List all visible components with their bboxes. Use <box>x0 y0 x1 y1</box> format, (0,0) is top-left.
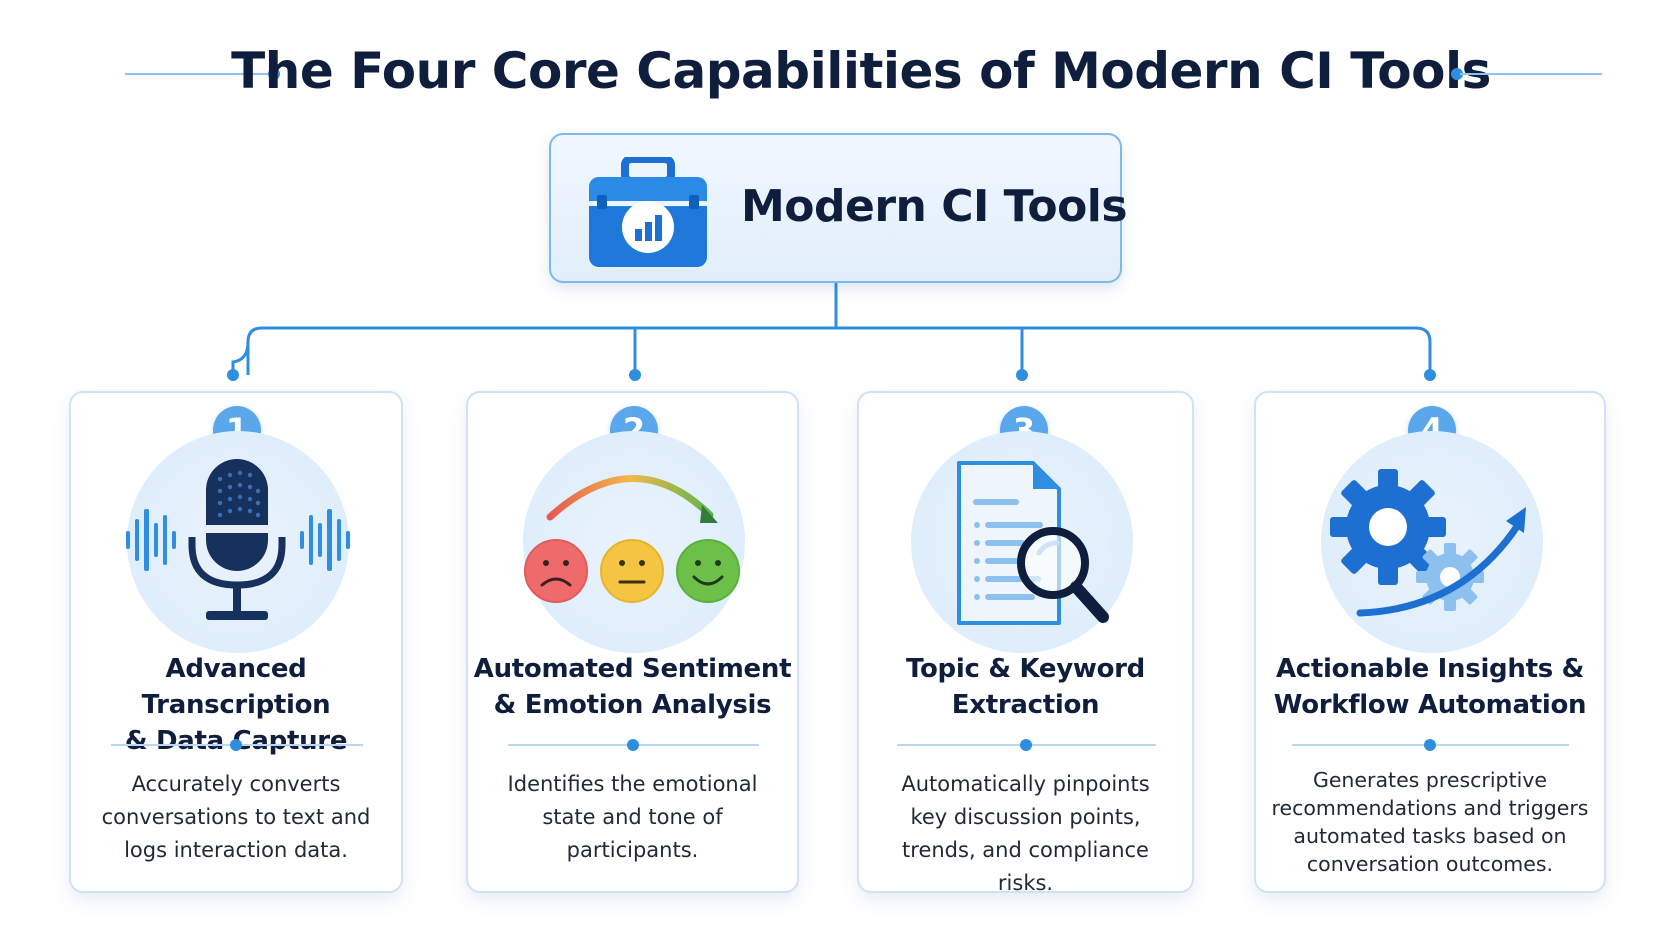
card-divider-dot-1 <box>230 739 242 751</box>
capability-card-3: 3 Topic & Keyword Extraction Automatical… <box>857 391 1194 895</box>
connector-node-1 <box>227 369 239 381</box>
title-dot-left <box>268 68 280 80</box>
card-divider-dot-2 <box>627 739 639 751</box>
card-title-2-line1: Automated Sentiment <box>473 654 792 684</box>
card-desc-4: Generates prescriptive recommendations a… <box>1271 768 1589 876</box>
title-line-left <box>125 73 275 75</box>
card-title-2-line2: & Emotion Analysis <box>493 690 772 720</box>
toolbox-chart-icon <box>589 157 707 267</box>
title-row: The Four Core Capabilities of Modern CI … <box>0 28 1672 118</box>
connector-node-3 <box>1016 369 1028 381</box>
hub-box: Modern CI Tools <box>549 133 1128 283</box>
card-title-1-line1: Advanced Transcription <box>141 654 331 720</box>
card-divider-dot-4 <box>1424 739 1436 751</box>
title-dot-right <box>1451 68 1463 80</box>
capability-card-1: 1 Advanced Transcription & Data Capture … <box>69 391 403 893</box>
capability-card-4: 4 <box>1254 391 1606 893</box>
document-search-icon <box>957 461 1109 625</box>
card-title-2: Automated Sentiment & Emotion Analysis <box>468 651 797 723</box>
card-desc-1: Accurately converts conversations to tex… <box>101 772 371 862</box>
card-title-4-line2: Workflow Automation <box>1273 690 1587 720</box>
card-title-3-line2: Extraction <box>951 690 1100 720</box>
connector-node-2 <box>629 369 641 381</box>
emotion-faces-icon <box>524 475 740 603</box>
card-title-4-line1: Actionable Insights & <box>1275 654 1585 684</box>
card-title-3-line1: Topic & Keyword <box>906 654 1145 684</box>
card-title-4: Actionable Insights & Workflow Automatio… <box>1256 651 1604 723</box>
hub-label: Modern CI Tools <box>741 181 1128 232</box>
page-title: The Four Core Capabilities of Modern CI … <box>231 42 1491 100</box>
microphone-icon <box>126 459 350 620</box>
card-title-3: Topic & Keyword Extraction <box>859 651 1192 723</box>
connector-node-4 <box>1424 369 1436 381</box>
title-line-right <box>1460 73 1602 75</box>
card-desc-3: Automatically pinpoints key discussion p… <box>901 772 1150 895</box>
card-desc-2: Identifies the emotional state and tone … <box>507 772 758 862</box>
capability-card-2: 2 Automated Sentiment & Emotion Analysis… <box>466 391 799 893</box>
gears-growth-icon <box>1330 469 1526 617</box>
card-divider-dot-3 <box>1020 739 1032 751</box>
connector-bus <box>246 326 1432 375</box>
